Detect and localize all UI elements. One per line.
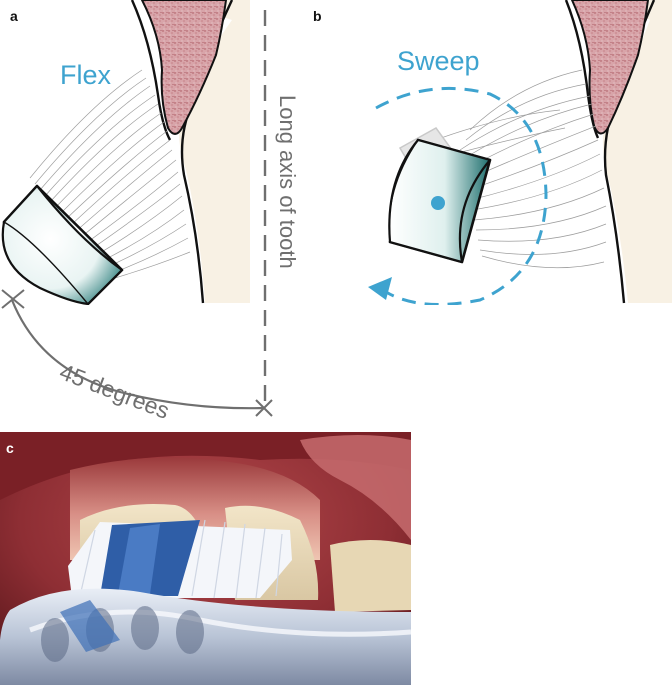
sweep-arrowhead	[368, 277, 392, 300]
gum-outline-b	[564, 0, 600, 139]
panel-b-label: b	[313, 8, 322, 24]
brush-head-a	[1, 184, 124, 305]
tooth-crown	[170, 0, 250, 303]
angle-arc-end-tick	[255, 399, 273, 417]
sweep-arc	[375, 86, 548, 305]
panel-c-photo	[0, 432, 411, 685]
brush-head-b	[388, 138, 492, 264]
panel-c-label: c	[6, 440, 14, 456]
panel-a-label: a	[10, 8, 18, 24]
angle-label: 45 degrees	[56, 358, 173, 424]
angle-arc-start-tick	[1, 289, 25, 309]
gum-tissue-b	[570, 0, 650, 135]
long-axis-label: Long axis of tooth	[275, 95, 300, 269]
rotation-center-dot	[431, 196, 445, 210]
gum-tissue	[140, 0, 228, 135]
photo-tooth-right	[330, 540, 411, 612]
flex-label: Flex	[60, 60, 112, 90]
gum-outline	[130, 0, 172, 141]
sweep-label: Sweep	[397, 46, 480, 76]
panel-a-illustration	[1, 0, 250, 305]
photo-bristles	[68, 519, 292, 599]
angle-arc	[10, 299, 265, 410]
panel-b-illustration	[368, 0, 672, 305]
tooth-crown-b	[602, 0, 672, 303]
